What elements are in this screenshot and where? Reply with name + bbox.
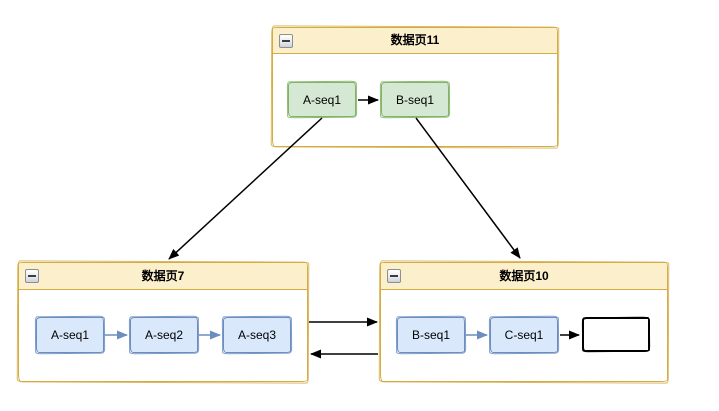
container-page7-title: 数据页7	[141, 269, 185, 283]
minus-icon	[282, 40, 290, 42]
node-empty-box-page10[interactable]	[582, 317, 650, 352]
node-a-seq2-page7[interactable]: A-seq2	[130, 317, 198, 353]
container-page11-title: 数据页11	[390, 33, 440, 47]
node-label: B-seq1	[411, 328, 451, 342]
node-label: A-seq1	[302, 92, 342, 107]
node-a-seq3-page7[interactable]: A-seq3	[223, 317, 291, 353]
minus-icon	[28, 275, 36, 277]
node-label: A-seq3	[237, 328, 277, 342]
node-a-seq1-page11[interactable]: A-seq1	[288, 82, 356, 117]
node-label: A-seq1	[50, 328, 90, 342]
node-label: A-seq2	[144, 328, 184, 342]
container-page11-header[interactable]: 数据页11	[273, 28, 557, 54]
container-page10-title: 数据页10	[499, 269, 549, 283]
node-label: C-seq1	[504, 328, 544, 342]
node-c-seq1-page10[interactable]: C-seq1	[490, 317, 558, 353]
node-label: B-seq1	[395, 92, 435, 107]
collapse-button-page10[interactable]	[387, 269, 401, 283]
node-b-seq1-page10[interactable]: B-seq1	[397, 317, 465, 353]
container-page10-header[interactable]: 数据页10	[381, 263, 667, 290]
container-page7-header[interactable]: 数据页7	[19, 263, 307, 290]
collapse-button-page11[interactable]	[279, 34, 293, 48]
collapse-button-page7[interactable]	[25, 269, 39, 283]
node-b-seq1-page11[interactable]: B-seq1	[381, 82, 449, 117]
minus-icon	[390, 275, 398, 277]
node-a-seq1-page7[interactable]: A-seq1	[36, 317, 104, 353]
